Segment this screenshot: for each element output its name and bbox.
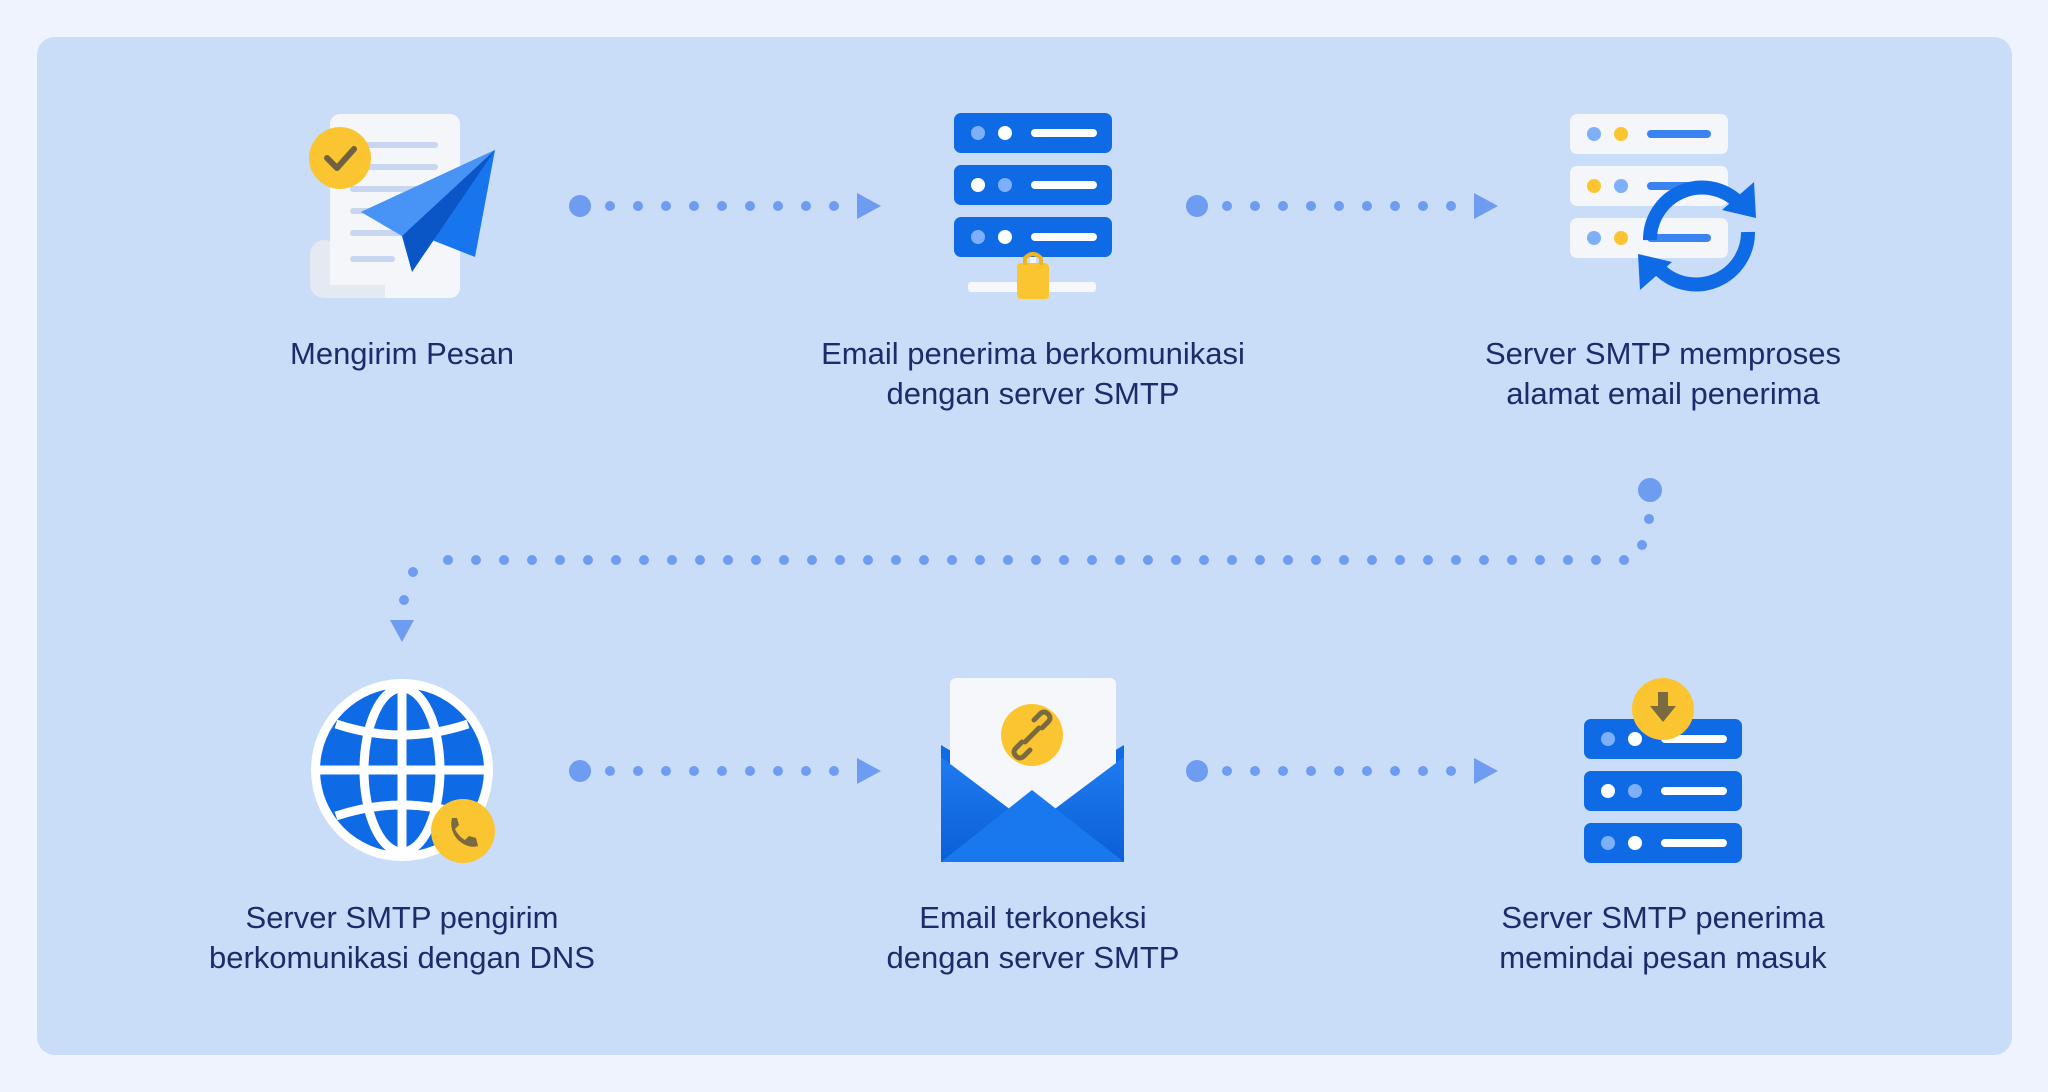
connector-dot xyxy=(891,555,901,565)
connector-dot xyxy=(1059,555,1069,565)
server-sync-icon xyxy=(1570,114,1756,292)
connector-dot xyxy=(835,555,845,565)
step-label-dns-communication: Server SMTP pengirim berkomunikasi denga… xyxy=(209,900,595,975)
paper-plane-document-icon xyxy=(309,114,495,298)
connector-4-5 xyxy=(569,758,881,784)
connector-dot xyxy=(471,555,481,565)
connector-2-3 xyxy=(1186,193,1498,219)
server-download-icon xyxy=(1584,678,1742,863)
connector-dot xyxy=(499,555,509,565)
step-label-smtp-scans: Server SMTP penerima memindai pesan masu… xyxy=(1499,900,1827,975)
connector-dot xyxy=(1591,555,1601,565)
connector-dot xyxy=(555,555,565,565)
envelope-link-icon xyxy=(941,678,1124,862)
connector-dot xyxy=(639,555,649,565)
connector-dot xyxy=(723,555,733,565)
connector-dot xyxy=(667,555,677,565)
connector-dot xyxy=(695,555,705,565)
arrow-right-icon xyxy=(1474,758,1498,784)
connector-dot xyxy=(1339,555,1349,565)
step-label-email-connected: Email terkoneksi dengan server SMTP xyxy=(886,900,1180,975)
connector-dot xyxy=(863,555,873,565)
globe-phone-icon xyxy=(311,679,495,863)
connector-dot xyxy=(975,555,985,565)
step-label-smtp-processes: Server SMTP memproses alamat email pener… xyxy=(1484,336,1841,411)
connector-dot xyxy=(1003,555,1013,565)
connector-dot xyxy=(1171,555,1181,565)
arrow-right-icon xyxy=(857,758,881,784)
arrow-down-icon xyxy=(390,620,414,642)
connector-3-4 xyxy=(390,478,1662,642)
connector-dot xyxy=(1423,555,1433,565)
dots xyxy=(605,201,839,211)
connector-1-2 xyxy=(569,193,881,219)
connector-dot xyxy=(1367,555,1377,565)
connector-dot xyxy=(807,555,817,565)
connector-dot xyxy=(947,555,957,565)
connector-dot xyxy=(611,555,621,565)
connector-dot xyxy=(1199,555,1209,565)
connector-5-6 xyxy=(1186,758,1498,784)
connector-dot xyxy=(1255,555,1265,565)
connector-dot xyxy=(919,555,929,565)
connector-dot xyxy=(1283,555,1293,565)
connector-dot xyxy=(1115,555,1125,565)
connector-dot xyxy=(751,555,761,565)
connector-dot xyxy=(1087,555,1097,565)
server-network-icon xyxy=(954,113,1112,299)
connector-dot xyxy=(583,555,593,565)
connector-dot xyxy=(1227,555,1237,565)
connector-dot xyxy=(1507,555,1517,565)
arrow-right-icon xyxy=(1474,193,1498,219)
connector-dot xyxy=(1563,555,1573,565)
arrow-right-icon xyxy=(857,193,881,219)
connector-dot xyxy=(443,555,453,565)
connector-dot xyxy=(1479,555,1489,565)
step-label-recipient-communicates: Email penerima berkomunikasi dengan serv… xyxy=(821,336,1245,411)
connector-dot xyxy=(1143,555,1153,565)
step-label-send-message: Mengirim Pesan xyxy=(290,336,514,371)
connector-dot xyxy=(779,555,789,565)
connector-dot xyxy=(527,555,537,565)
connector-dot xyxy=(1535,555,1545,565)
connector-dot xyxy=(1311,555,1321,565)
connector-dot xyxy=(1395,555,1405,565)
connector-dot xyxy=(1031,555,1041,565)
connector-dot xyxy=(1451,555,1461,565)
